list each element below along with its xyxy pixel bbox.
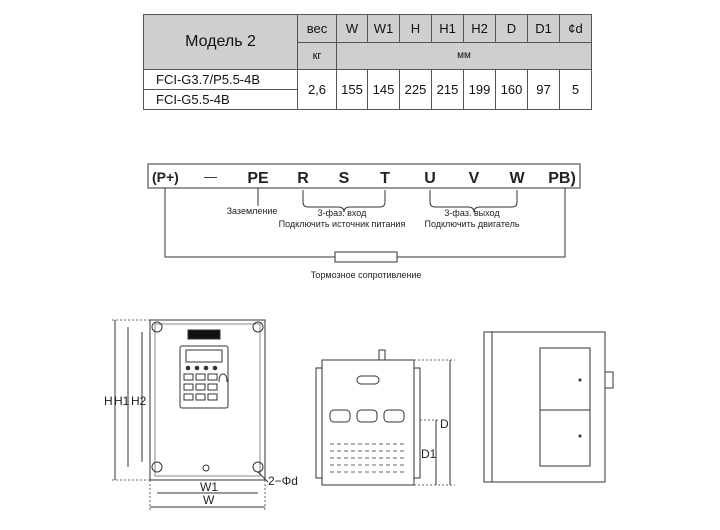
col-header: W1 [367, 14, 400, 43]
hole-leader-line [257, 471, 269, 483]
key-icon [207, 383, 218, 391]
brake-resistor [334, 251, 398, 263]
output-bracket [429, 190, 518, 213]
dim-h1: H1 [114, 394, 130, 408]
output-desc: Подключить двигатель [424, 219, 519, 229]
input-bracket [302, 190, 386, 213]
dim-value: 199 [463, 69, 496, 110]
output-title: 3-фаз. выход [444, 208, 500, 218]
screw-icon [202, 464, 210, 472]
weight-value: 2,6 [297, 69, 337, 110]
brake-label: Тормозное сопротивление [311, 270, 422, 280]
terminal-pb: PB) [548, 170, 576, 187]
input-desc: Подключить источник питания [279, 219, 406, 229]
vent-slot-icon [356, 375, 380, 385]
side-flange-left [315, 367, 323, 479]
dim-value: 160 [495, 69, 528, 110]
input-title: 3-фаз. вход [318, 208, 367, 218]
keypad-panel [179, 345, 229, 409]
dim-value: 145 [367, 69, 400, 110]
vent-slot-icon [383, 409, 405, 423]
terminal-strip [147, 163, 581, 189]
terminal-u: U [424, 170, 436, 187]
terminal-v: V [469, 170, 480, 187]
profile-panel-bottom [539, 409, 591, 467]
col-header: D [495, 14, 528, 43]
profile-housing [491, 331, 606, 483]
terminal-dash: — [204, 169, 217, 184]
wiring-diagram: (P+) — PE R S T U V W PB) Заземление 3-ф… [147, 163, 581, 280]
terminal-pe: PE [247, 170, 269, 187]
col-header: W [336, 14, 368, 43]
terminal-p-plus: (P+) [152, 169, 179, 185]
vent-slot-icon [329, 409, 351, 423]
dim-hole: 2−Φd [268, 474, 298, 488]
terminal-w: W [509, 170, 525, 187]
mount-hole-icon [151, 321, 163, 333]
key-icon [195, 383, 206, 391]
model-header: Модель 2 [143, 14, 298, 70]
key-icon [183, 383, 194, 391]
profile-view [483, 331, 614, 483]
top-connector [378, 349, 386, 361]
col-header: ¢d [559, 14, 592, 43]
key-icon [183, 373, 194, 381]
table-row: FCI-G5.5-4B [143, 89, 592, 110]
front-inner-frame [154, 323, 261, 477]
dim-value: 155 [336, 69, 368, 110]
profile-connector [604, 371, 614, 389]
brake-wire-left [164, 188, 335, 258]
dim-unit: мм [336, 41, 592, 70]
dim-w: W [203, 493, 215, 507]
table-row: FCI-G3.7/P5.5-4B 2,6 155 145 225 215 199… [143, 69, 592, 110]
dimension-drawings: H H1 H2 W1 W 2−Φd D D1 [104, 319, 614, 510]
key-icon [195, 373, 206, 381]
side-view [315, 349, 455, 486]
terminal-s: S [339, 170, 350, 187]
model-name: FCI-G3.7/P5.5-4B [143, 69, 298, 90]
display-icon [185, 349, 223, 363]
dim-d1: D1 [421, 447, 437, 461]
dim-w1: W1 [200, 480, 218, 494]
col-header: H1 [431, 14, 464, 43]
col-header: D1 [527, 14, 560, 43]
col-header: H [399, 14, 432, 43]
col-header: H2 [463, 14, 496, 43]
dim-value: 225 [399, 69, 432, 110]
brake-wire-right [397, 188, 566, 258]
profile-flange [483, 331, 493, 483]
key-icon [207, 373, 218, 381]
knob-icon [218, 373, 228, 383]
mount-hole-icon [252, 321, 264, 333]
table-header-row: Модель 2 вес W W1 H H1 H2 D D1 ¢d [143, 14, 592, 70]
terminal-r: R [297, 170, 309, 187]
brand-label [187, 329, 221, 340]
dim-h2: H2 [131, 394, 147, 408]
model-name: FCI-G5.5-4B [143, 89, 298, 110]
table-unit-row: кг мм [144, 41, 592, 70]
vent-slot-icon [356, 409, 378, 423]
dim-value: 5 [559, 69, 592, 110]
front-view [112, 319, 269, 510]
mount-hole-icon [151, 461, 163, 473]
spec-table: Модель 2 вес W W1 H H1 H2 D D1 ¢d кг мм … [143, 14, 592, 110]
key-icon [183, 393, 194, 401]
ground-label: Заземление [227, 206, 278, 216]
dim-d: D [440, 417, 449, 431]
side-flange-right [413, 367, 421, 479]
dim-value: 97 [527, 69, 560, 110]
key-icon [195, 393, 206, 401]
dim-value: 215 [431, 69, 464, 110]
weight-header: вес [297, 14, 337, 43]
terminal-t: T [380, 170, 390, 187]
key-icon [207, 393, 218, 401]
weight-unit: кг [297, 41, 337, 70]
dim-h: H [104, 394, 113, 408]
